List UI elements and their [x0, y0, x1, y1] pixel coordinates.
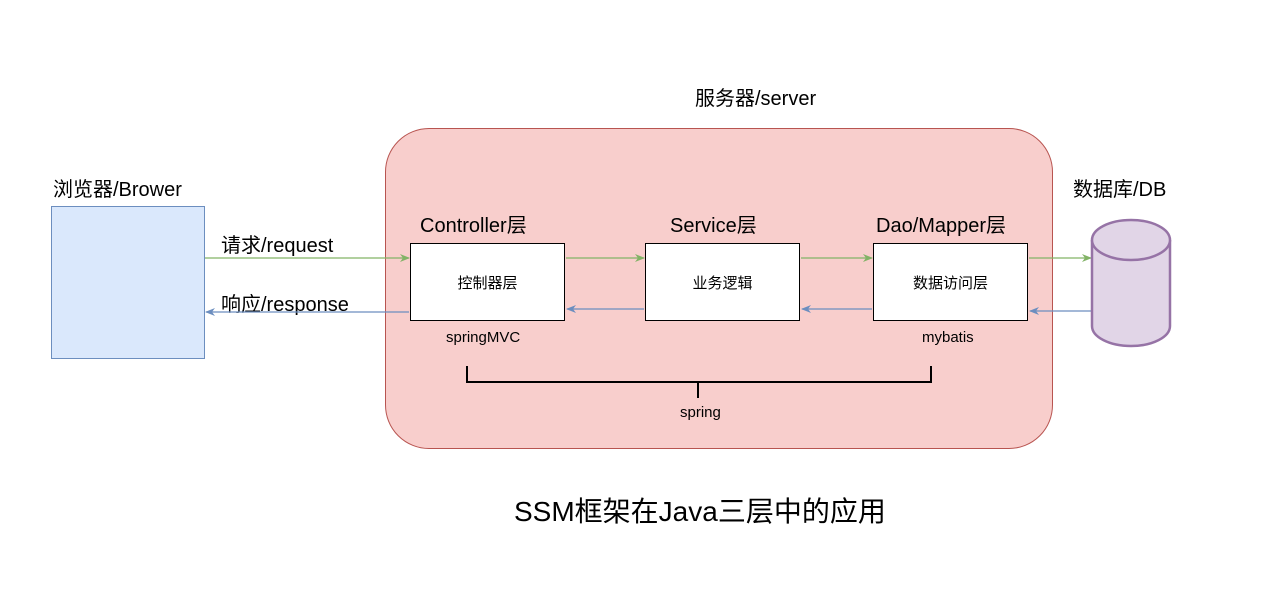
database-cylinder [1090, 218, 1172, 348]
server-title: 服务器/server [695, 88, 817, 110]
diagram-caption: SSM框架在Java三层中的应用 [514, 496, 886, 527]
request-label: 请求/request [221, 235, 334, 257]
response-label: 响应/response [221, 294, 349, 316]
service-layer-box: 业务逻辑 [645, 243, 800, 321]
service-layer-content: 业务逻辑 [692, 274, 753, 292]
dao-layer-title: Dao/Mapper层 [876, 215, 1007, 237]
browser-box [51, 206, 205, 359]
dao-layer-box: 数据访问层 [873, 243, 1028, 321]
browser-title: 浏览器/Brower [53, 179, 182, 201]
spring-bracket [466, 366, 932, 398]
mybatis-label: mybatis [922, 329, 974, 346]
service-layer-title: Service层 [670, 215, 757, 237]
controller-layer-box: 控制器层 [410, 243, 565, 321]
springmvc-label: springMVC [446, 329, 521, 346]
controller-layer-title: Controller层 [420, 215, 527, 237]
spring-label: spring [680, 404, 721, 421]
controller-layer-content: 控制器层 [457, 274, 518, 292]
database-title: 数据库/DB [1073, 179, 1167, 201]
dao-layer-content: 数据访问层 [912, 274, 988, 292]
